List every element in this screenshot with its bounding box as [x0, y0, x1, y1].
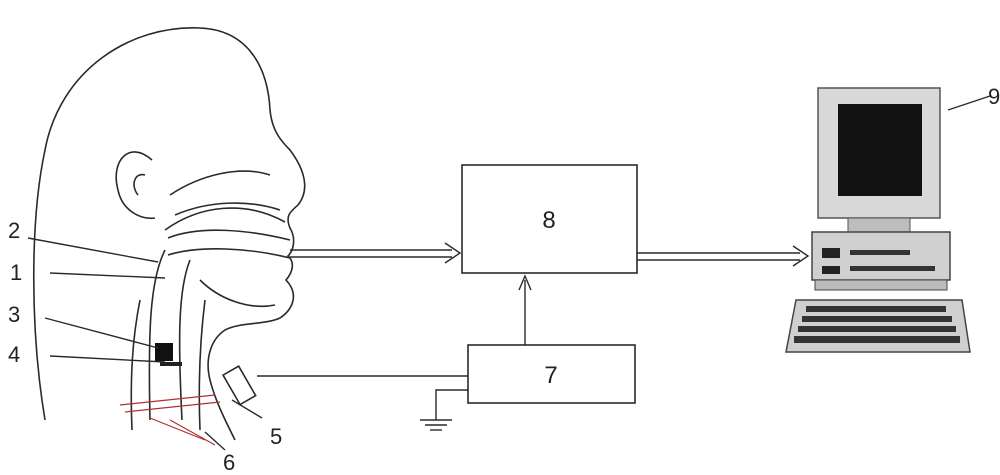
box-8-label: 8 — [542, 207, 555, 234]
label-4: 4 — [8, 342, 20, 367]
label-6: 6 — [223, 450, 235, 475]
leader-lines — [27, 95, 991, 451]
label-1: 1 — [10, 260, 22, 285]
keyboard — [785, 299, 971, 353]
computer-9 — [785, 87, 971, 353]
box-7-label: 7 — [544, 362, 557, 389]
red-electrode-wires — [119, 394, 221, 446]
label-3: 3 — [8, 302, 20, 327]
sensor-strip-4 — [160, 362, 182, 366]
sensor-block-3 — [155, 343, 173, 361]
head-profile — [32, 27, 306, 441]
label-5: 5 — [270, 424, 282, 449]
monitor-screen — [838, 104, 922, 196]
box-7 — [467, 344, 636, 404]
label-2: 2 — [8, 218, 20, 243]
electrode-5 — [221, 365, 257, 406]
label-9: 9 — [988, 84, 1000, 109]
box-8 — [461, 164, 638, 274]
connections — [257, 242, 810, 431]
